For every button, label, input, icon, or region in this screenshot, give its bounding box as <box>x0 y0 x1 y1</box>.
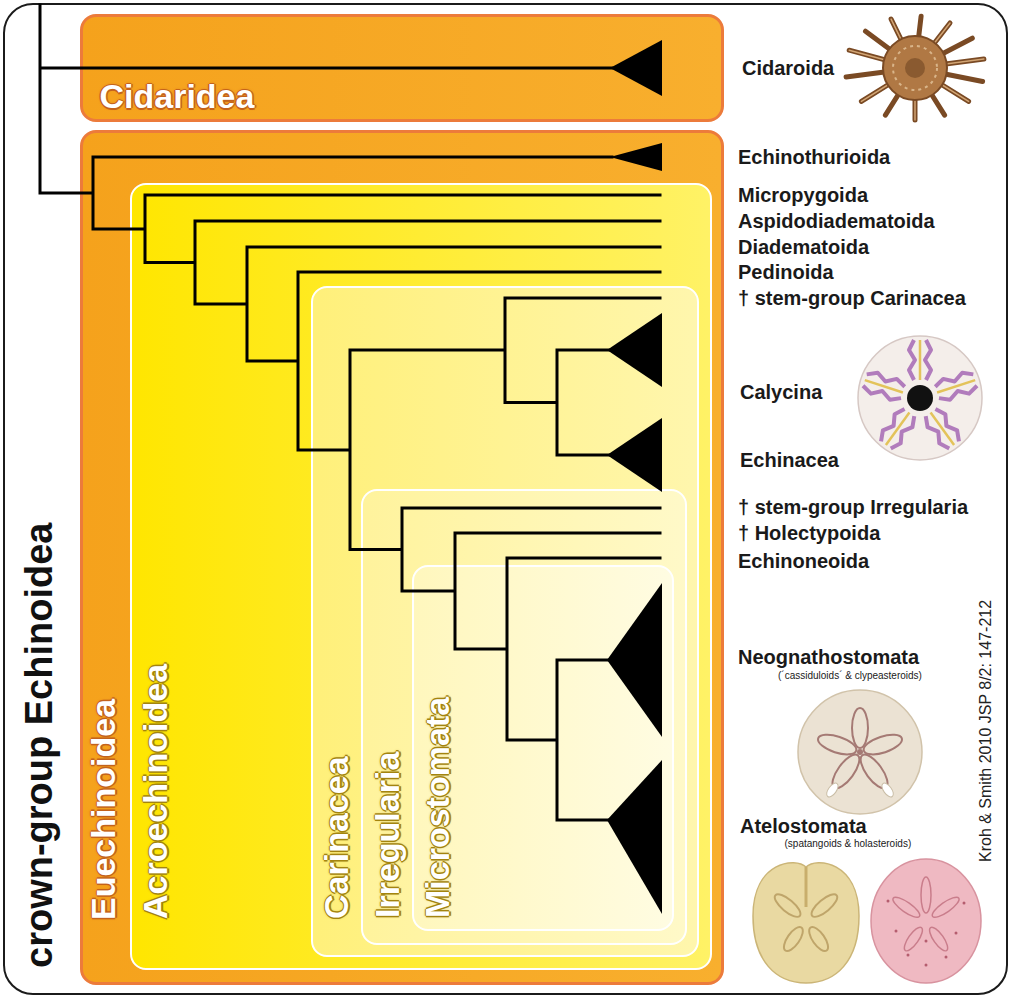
test <box>753 863 859 983</box>
text-anchor: † stem-group Irregularia <box>738 496 968 518</box>
text-anchor: (´cassiduloids´ & clypeasteroids) <box>778 670 922 681</box>
sand-dollar-illustration <box>798 690 922 814</box>
text-anchor: Kroh & Smith 2010 JSP 8/2: 147-212 <box>977 862 1011 880</box>
apical-disc <box>905 58 925 78</box>
clade-name: crown-group Echinoidea <box>19 522 61 967</box>
text-anchor: Atelostomata <box>740 815 867 837</box>
clade-name: Cidaridea <box>100 78 255 115</box>
citation: Kroh & Smith 2010 JSP 8/2: 147-212 <box>977 600 995 862</box>
taxon-label: † Holectypoida <box>738 522 880 544</box>
cladogram-branches <box>40 5 660 820</box>
spatangoid-illustration <box>753 863 859 983</box>
text-anchor: Pedinoida <box>738 261 834 283</box>
text-anchor: Microstomata <box>419 918 640 955</box>
periproct <box>907 385 933 411</box>
taxon-label: Atelostomata <box>740 815 867 837</box>
spines <box>846 16 984 120</box>
clade-box: Microstomata <box>412 565 674 931</box>
petals <box>890 877 961 953</box>
clade-name: Microstomata <box>419 696 456 917</box>
cidaroid-illustration <box>846 16 984 120</box>
holasteroid-illustration <box>871 859 981 983</box>
test <box>883 36 947 100</box>
clade-name: Euechinoidea <box>85 698 122 919</box>
taxon-label: Cidaroida <box>742 57 834 79</box>
spine-highlights <box>849 19 984 120</box>
taxon-note: (spatangoids & holasteroids) <box>785 838 912 849</box>
text-anchor: Micropygoida <box>738 184 868 206</box>
taxon-label: Calycina <box>740 381 822 403</box>
taxon-label: Neognathostomata <box>738 646 919 668</box>
text-anchor: Cidaroida <box>742 57 834 79</box>
text-anchor: † Holectypoida <box>738 522 880 544</box>
test <box>871 859 981 983</box>
clade-box: Cidaridea <box>80 14 724 122</box>
petals <box>816 708 905 792</box>
collapsed-clades <box>607 40 662 914</box>
tubercles <box>887 900 966 967</box>
clade-box: EuechinoideaAcroechinoideaCarinaceaIrreg… <box>80 130 724 985</box>
taxon-label: † stem-group Carinacea <box>738 287 966 309</box>
taxon-label: Micropygoida <box>738 184 868 206</box>
text-anchor: Calycina <box>740 381 822 403</box>
taxon-label: Echinacea <box>740 449 839 471</box>
taxon-label: Echinothurioida <box>738 146 890 168</box>
text-anchor: † stem-group Carinacea <box>738 287 966 309</box>
clade-name: Irregularia <box>369 752 406 918</box>
taxon-label: Aspidodiadematoida <box>738 210 935 232</box>
petals <box>772 891 841 954</box>
calycina-illustration <box>858 336 982 460</box>
taxon-note: (´cassiduloids´ & clypeasteroids) <box>778 670 922 681</box>
test-pattern <box>893 46 937 90</box>
clade-box: CarinaceaIrregulariaMicrostomata <box>311 286 699 957</box>
apical-disc <box>857 749 863 755</box>
text-anchor: Neognathostomata <box>738 646 919 668</box>
taxon-label: Pedinoida <box>738 261 834 283</box>
clade-box: AcroechinoideaCarinaceaIrregulariaMicros… <box>130 183 712 970</box>
text-anchor: Diadematoida <box>738 236 869 258</box>
test <box>858 336 982 460</box>
text-anchor: Cidaridea <box>100 78 255 115</box>
ambulacra <box>861 340 978 451</box>
clade-name: Carinacea <box>318 756 355 919</box>
clade-box: Irregularia Microstomata <box>361 489 687 945</box>
test <box>798 690 922 814</box>
text-anchor: Echinacea <box>740 449 839 471</box>
anterior-groove <box>805 867 808 907</box>
text-anchor: (spatangoids & holasteroids) <box>785 838 912 849</box>
taxon-label: † stem-group Irregularia <box>738 496 968 518</box>
taxon-label: Diadematoida <box>738 236 869 258</box>
taxon-label: Echinoneoida <box>738 550 869 572</box>
text-anchor: Aspidodiadematoida <box>738 210 935 232</box>
lunules <box>824 781 895 799</box>
text-anchor: Echinoneoida <box>738 550 869 572</box>
clade-name: Acroechinoidea <box>137 664 174 919</box>
text-anchor: Echinothurioida <box>738 146 890 168</box>
